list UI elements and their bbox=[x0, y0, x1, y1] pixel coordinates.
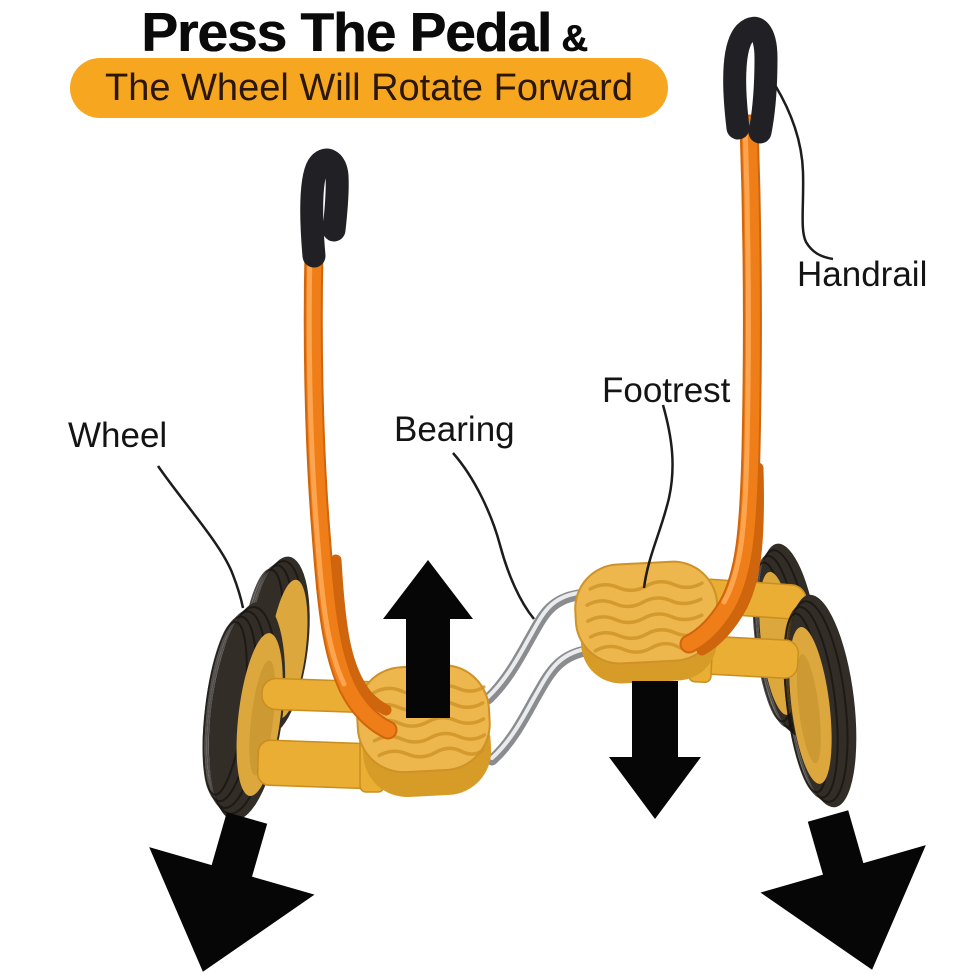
page-title: Press The Pedal& bbox=[58, 0, 670, 64]
down-arrow-icon bbox=[609, 681, 701, 819]
footrest-leader-line bbox=[642, 404, 674, 589]
up-arrow-icon bbox=[383, 560, 473, 718]
bearing-leader-line bbox=[452, 452, 535, 620]
right-handrail bbox=[679, 17, 778, 656]
subtitle-pill: The Wheel Will Rotate Forward bbox=[70, 58, 668, 118]
wheel-label: Wheel bbox=[68, 416, 168, 455]
handrail-label: Handrail bbox=[797, 255, 928, 294]
footrest-label: Footrest bbox=[602, 371, 731, 410]
subtitle-text: The Wheel Will Rotate Forward bbox=[105, 66, 633, 109]
right-footrest bbox=[574, 560, 719, 684]
down-left-arrow-icon bbox=[149, 812, 315, 972]
left-grip bbox=[300, 148, 349, 268]
wheel-leader-line bbox=[156, 465, 245, 609]
right-grip bbox=[723, 17, 778, 144]
page-title-text: Press The Pedal bbox=[141, 1, 552, 63]
down-right-arrow-icon bbox=[760, 810, 926, 970]
bearing-crank bbox=[482, 589, 591, 766]
bearing-label: Bearing bbox=[394, 410, 515, 449]
handrail-leader-line bbox=[773, 84, 834, 261]
right-front-wheel bbox=[783, 594, 857, 808]
ampersand: & bbox=[561, 18, 588, 59]
left-handrail bbox=[300, 148, 398, 740]
